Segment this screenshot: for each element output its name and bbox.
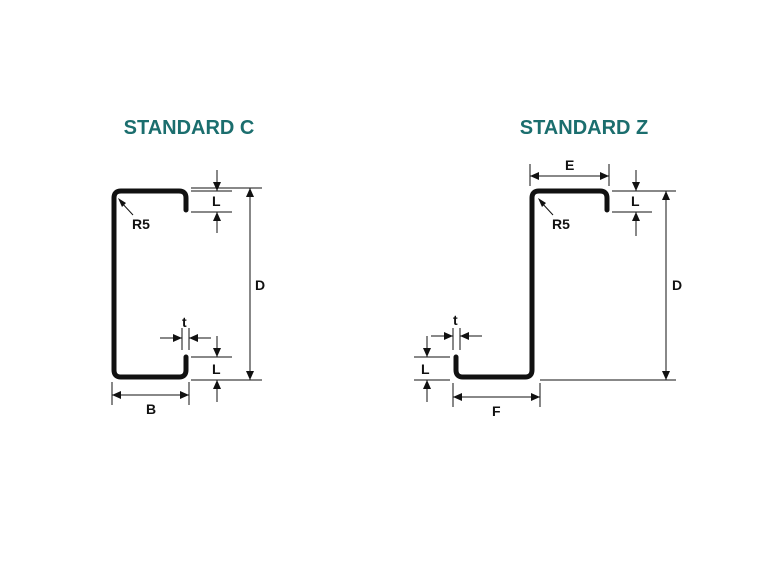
standard-z-flange-bottom-arrow2 [531, 393, 540, 401]
standard-z-lip-top-label: L [631, 193, 640, 209]
standard-c-depth-arrow-bottom [246, 371, 254, 380]
standard-c-title: STANDARD C [124, 117, 255, 139]
standard-c-radius-label: R5 [132, 216, 150, 232]
standard-z-radius-label: R5 [552, 216, 570, 232]
standard-c-thickness-arrow1 [173, 334, 182, 342]
standard-c-lip-bottom-arrow2 [213, 380, 221, 389]
standard-z-lip-bottom-arrow1 [423, 348, 431, 357]
standard-z-flange-bottom-label: F [492, 403, 501, 419]
standard-z-group: STANDARD Z R5 E L D t [414, 117, 682, 419]
standard-c-lip-top-arrow1 [213, 182, 221, 191]
standard-z-flange-top-label: E [565, 157, 574, 173]
standard-c-lip-bottom-arrow1 [213, 348, 221, 357]
standard-z-profile [453, 188, 610, 380]
standard-c-lip-top-arrow2 [213, 212, 221, 221]
standard-z-flange-top-arrow2 [600, 172, 609, 180]
standard-c-depth-label: D [255, 277, 265, 293]
standard-c-flange-arrow2 [180, 391, 189, 399]
standard-z-depth-arrow-bottom [662, 371, 670, 380]
standard-z-title: STANDARD Z [520, 117, 649, 139]
standard-z-flange-bottom-arrow1 [453, 393, 462, 401]
standard-c-depth-arrow-top [246, 188, 254, 197]
standard-z-lip-top-arrow1 [632, 182, 640, 191]
standard-c-thickness-label: t [182, 314, 187, 330]
standard-c-group: STANDARD C R5 L L D [111, 117, 265, 417]
standard-z-lip-bottom-arrow2 [423, 380, 431, 389]
standard-z-thickness-label: t [453, 312, 458, 328]
standard-c-flange-label: B [146, 401, 156, 417]
standard-c-radius-arrow [118, 198, 126, 207]
standard-z-lip-bottom-label: L [421, 361, 430, 377]
standard-z-depth-arrow-top [662, 191, 670, 200]
standard-z-depth-label: D [672, 277, 682, 293]
standard-z-thickness-arrow2 [460, 332, 469, 340]
standard-c-thickness-arrow2 [189, 334, 198, 342]
standard-z-flange-top-arrow1 [530, 172, 539, 180]
standard-c-lip-top-label: L [212, 193, 221, 209]
standard-c-lip-bottom-label: L [212, 361, 221, 377]
standard-z-radius-arrow [538, 198, 546, 207]
standard-c-flange-arrow1 [112, 391, 121, 399]
standard-c-profile [111, 188, 189, 380]
standard-z-lip-top-arrow2 [632, 212, 640, 221]
standard-z-thickness-arrow1 [444, 332, 453, 340]
